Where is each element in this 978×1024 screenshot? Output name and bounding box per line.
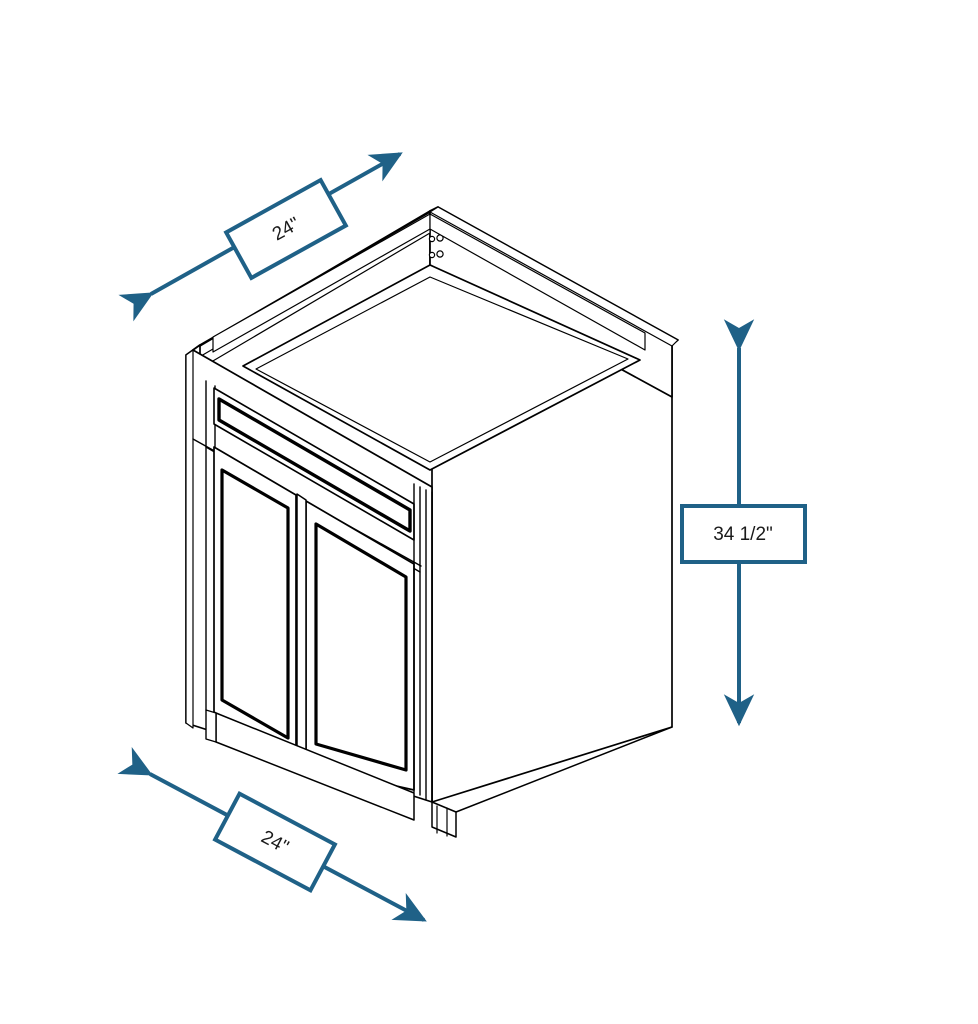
height-dimension: 34 1/2" [680, 319, 807, 727]
top-right-rail [429, 206, 679, 347]
depth-dimension-label-box [223, 177, 349, 281]
width-dimension: 24" [117, 747, 427, 922]
height-dimension-label-box [680, 504, 807, 564]
hinge-bore-holes [428, 234, 444, 259]
center-stile [296, 493, 307, 769]
drawer-front [213, 387, 415, 541]
left-shaker-door [213, 446, 297, 761]
width-dimension-label-box [212, 790, 338, 894]
cabinet-body [185, 206, 679, 838]
right-shaker-door [305, 500, 415, 791]
depth-dimension: 24" [118, 152, 403, 322]
height-dimension-label: 34 1/2" [713, 524, 773, 545]
